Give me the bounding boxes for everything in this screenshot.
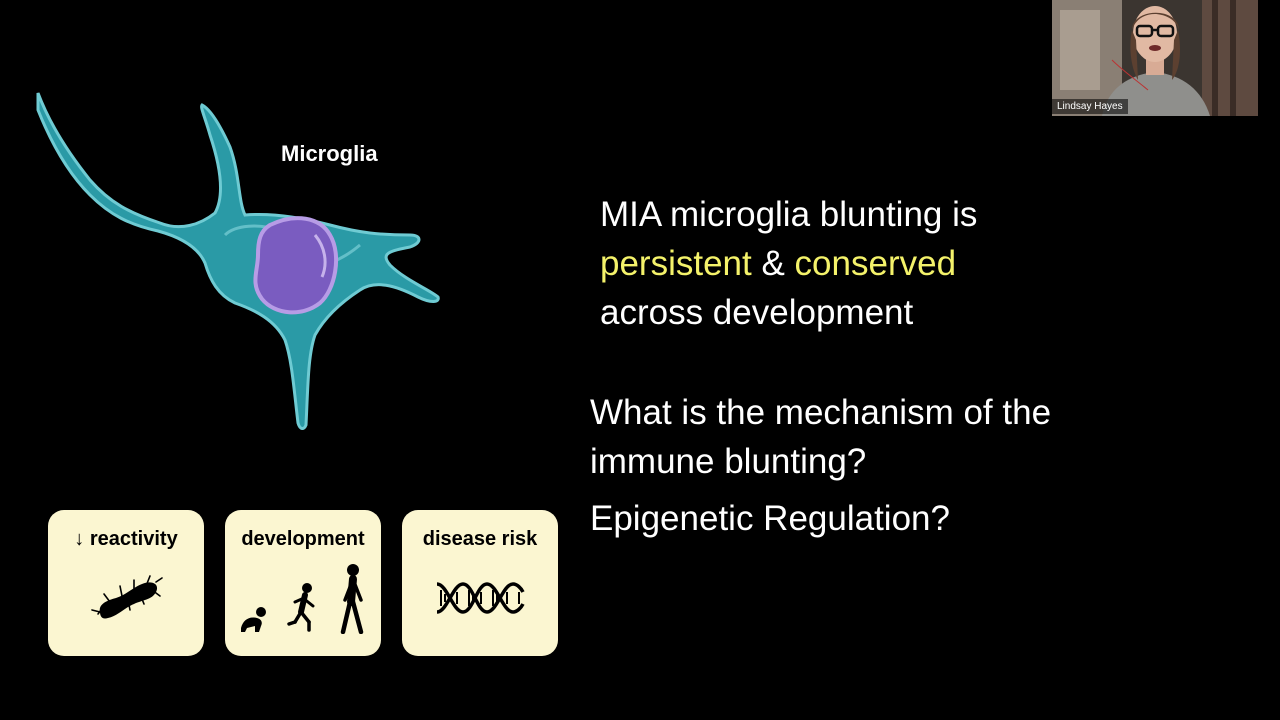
card-reactivity: ↓ reactivity [48,510,204,656]
headline-connector: & [751,244,795,283]
cell-label: Microglia [281,141,378,166]
card-title: ↓ reactivity [74,528,178,550]
headline-line-2: persistent & conserved [600,239,1200,288]
question-text: What is the mechanism of the immune blun… [590,388,1210,486]
microglia-cell-illustration [36,92,440,430]
child-icon [287,583,315,632]
highlight-conserved: conserved [794,244,957,283]
bacterium-icon [91,575,163,619]
answer-text: Epigenetic Regulation? [590,499,950,538]
adult-icon [340,564,364,634]
cell-body-shape [36,92,440,430]
baby-icon [241,607,266,632]
highlight-persistent: persistent [600,244,752,283]
human-growth-icon [241,564,364,634]
card-disease-risk: disease risk [402,510,558,656]
dna-helix-icon [436,582,525,614]
participant-name: Lindsay Hayes [1052,99,1128,114]
card-development: development [225,510,381,656]
card-title: disease risk [422,528,538,550]
card-title: development [241,528,365,550]
participant-video-tile[interactable]: Lindsay Hayes [1052,0,1258,116]
question-line-1: What is the mechanism of the [590,393,1052,432]
nucleus-shape [253,216,339,315]
headline-line-1: MIA microglia blunting is [600,195,978,234]
participant-video-feed [1052,0,1258,116]
headline: MIA microglia blunting is persistent & c… [600,190,1200,337]
question-line-2: immune blunting? [590,442,867,481]
headline-line-3: across development [600,293,914,332]
